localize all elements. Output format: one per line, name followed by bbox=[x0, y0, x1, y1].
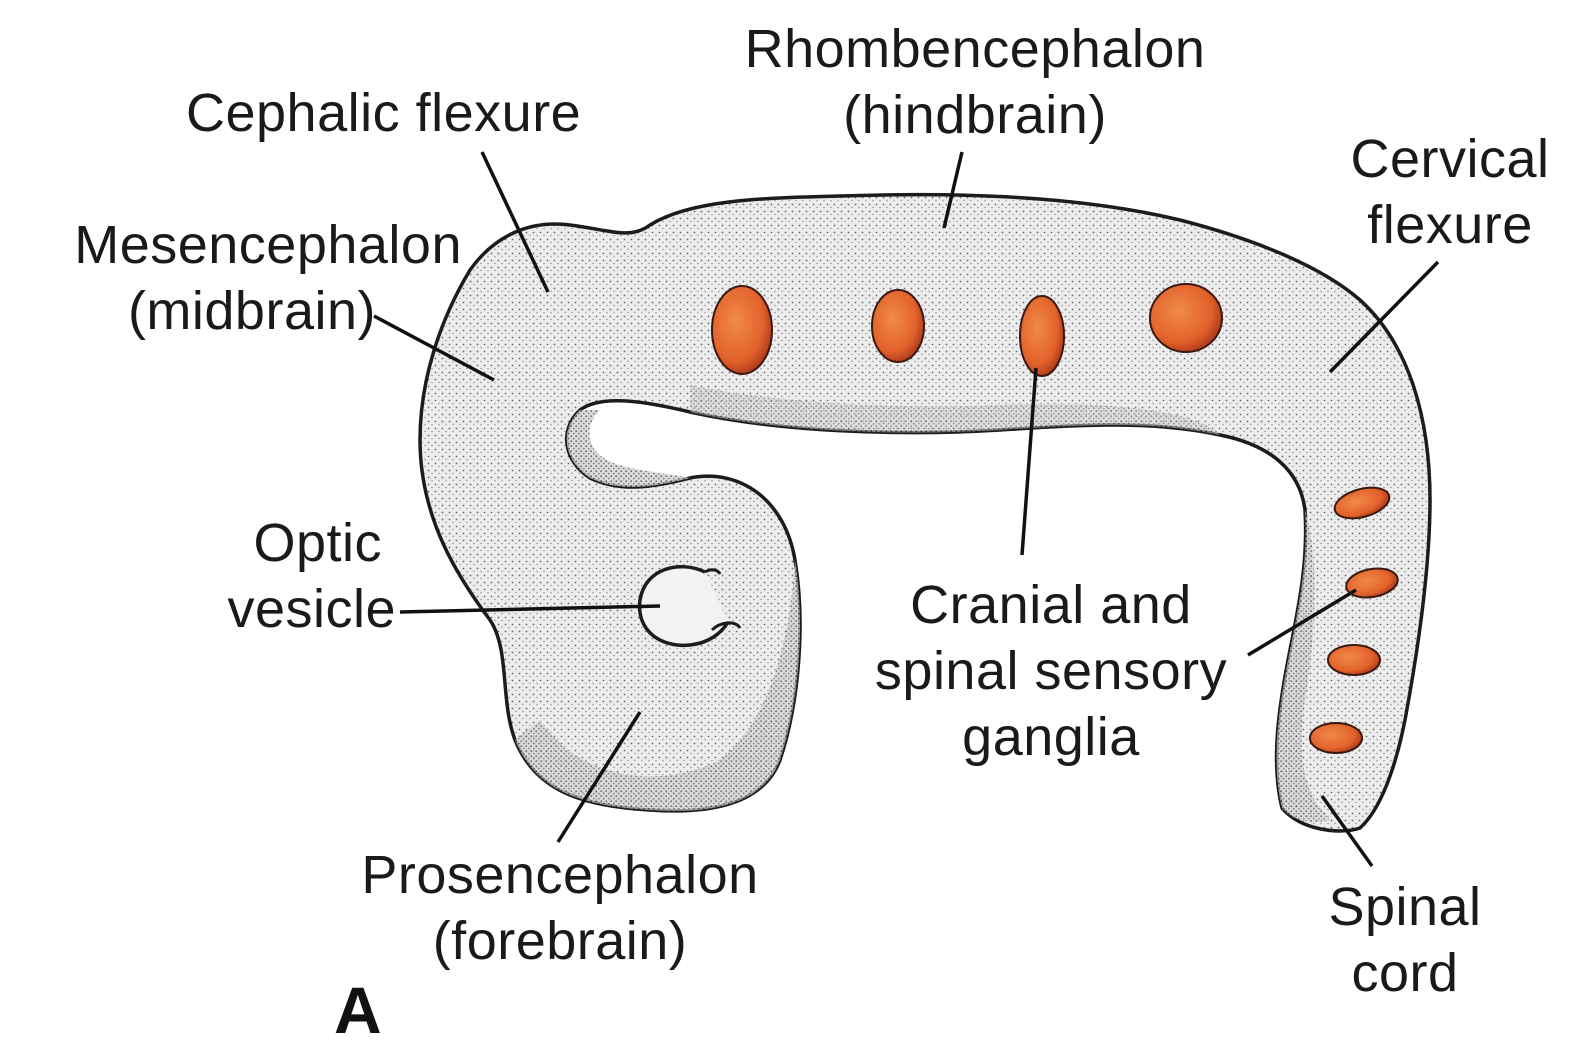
ganglion-1 bbox=[712, 286, 772, 374]
label-ganglia-line1: Cranial and bbox=[846, 572, 1256, 638]
label-cervical-flexure-line2: flexure bbox=[1330, 192, 1570, 258]
label-optic-vesicle-line1: Optic bbox=[196, 510, 396, 576]
label-spinal-cord-line1: Spinal bbox=[1300, 874, 1510, 940]
label-rhombencephalon-line1: Rhombencephalon bbox=[710, 16, 1240, 82]
label-cervical-flexure: Cervical flexure bbox=[1330, 126, 1570, 258]
label-mesencephalon-line1: Mesencephalon bbox=[14, 212, 462, 278]
label-spinal-cord: Spinal cord bbox=[1300, 874, 1510, 1006]
label-cranial-spinal-ganglia: Cranial and spinal sensory ganglia bbox=[846, 572, 1256, 770]
label-rhombencephalon-line2: (hindbrain) bbox=[710, 82, 1240, 148]
ganglion-3 bbox=[1020, 296, 1064, 376]
panel-letter: A bbox=[334, 972, 382, 1048]
label-prosencephalon-line2: (forebrain) bbox=[330, 908, 790, 974]
label-cervical-flexure-line1: Cervical bbox=[1330, 126, 1570, 192]
label-ganglia-line3: ganglia bbox=[846, 704, 1256, 770]
label-rhombencephalon: Rhombencephalon (hindbrain) bbox=[710, 16, 1240, 148]
label-prosencephalon: Prosencephalon (forebrain) bbox=[330, 842, 790, 974]
label-spinal-cord-line2: cord bbox=[1300, 940, 1510, 1006]
label-mesencephalon-line2: (midbrain) bbox=[14, 278, 462, 344]
label-optic-vesicle-line2: vesicle bbox=[196, 576, 396, 642]
label-cephalic-flexure: Cephalic flexure bbox=[186, 80, 581, 146]
ganglion-2 bbox=[872, 290, 924, 362]
spinal-ganglion-3 bbox=[1328, 645, 1380, 675]
label-ganglia-line2: spinal sensory bbox=[846, 638, 1256, 704]
label-prosencephalon-line1: Prosencephalon bbox=[330, 842, 790, 908]
label-cephalic-flexure-line1: Cephalic flexure bbox=[186, 80, 581, 146]
label-mesencephalon: Mesencephalon (midbrain) bbox=[14, 212, 462, 344]
spinal-ganglion-4 bbox=[1310, 723, 1362, 753]
label-optic-vesicle: Optic vesicle bbox=[196, 510, 396, 642]
ganglion-4 bbox=[1150, 284, 1222, 352]
